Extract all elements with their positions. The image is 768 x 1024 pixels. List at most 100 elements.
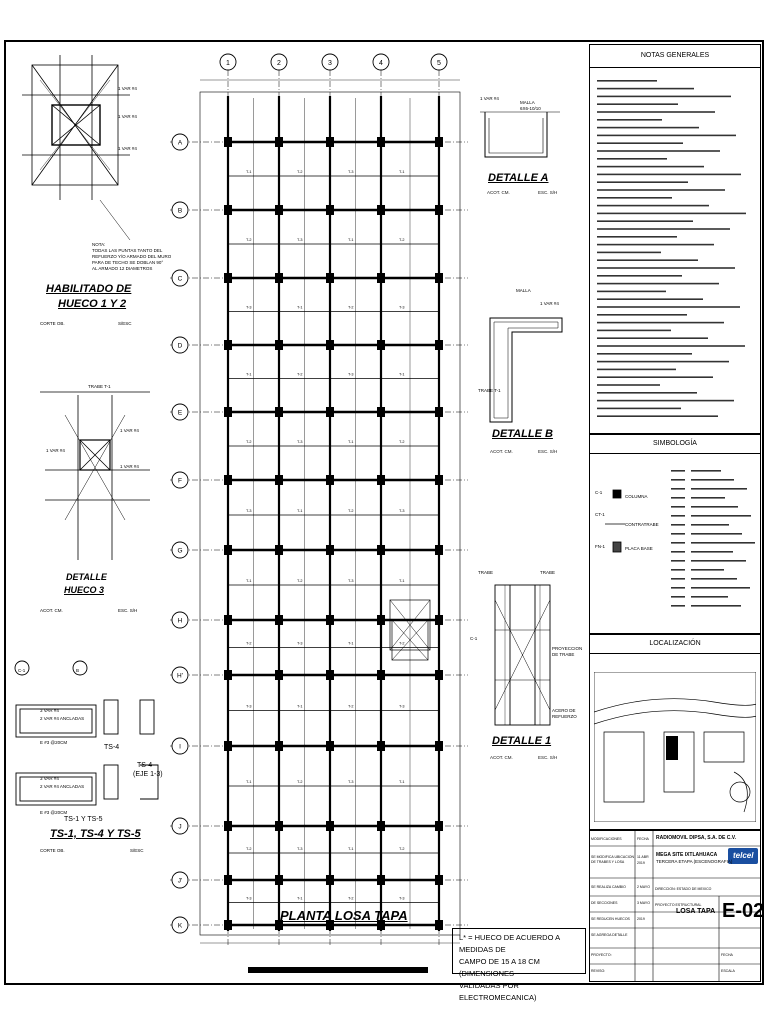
grid-label-row: B <box>178 208 182 215</box>
symbol-code <box>671 587 685 589</box>
column-c1 <box>224 137 232 147</box>
grid-bubble-row <box>171 201 189 219</box>
drawing-sheet <box>4 40 764 985</box>
column-c1 <box>275 475 283 485</box>
column-c1 <box>326 920 334 930</box>
column-c1 <box>435 407 443 417</box>
svg-text:TRABE: TRABE <box>540 570 555 575</box>
svg-text:S/ESC: S/ESC <box>130 848 144 853</box>
column-c1 <box>224 670 232 680</box>
column-c1 <box>377 615 385 625</box>
beam-tag: T-3 <box>348 579 354 583</box>
column-c1 <box>275 340 283 350</box>
grid-label-row: J <box>178 824 181 831</box>
grid-label-row: A <box>178 140 183 147</box>
symbol-description <box>691 605 741 607</box>
note-text-line <box>597 103 678 105</box>
svg-text:PROYECTO:: PROYECTO: <box>591 953 612 957</box>
svg-text:C-1: C-1 <box>595 490 603 495</box>
column-c1 <box>275 273 283 283</box>
svg-text:6X6-10/10: 6X6-10/10 <box>520 106 541 111</box>
note-text-line <box>597 158 667 160</box>
column-c1 <box>377 920 385 930</box>
note-text-line <box>597 251 661 254</box>
opening-cross <box>389 599 431 651</box>
symbol-code <box>671 605 685 607</box>
note-text-line <box>597 282 719 285</box>
column-c1 <box>224 273 232 283</box>
symbol-description <box>691 488 747 490</box>
svg-text:ACERO DE: ACERO DE <box>552 708 576 713</box>
beam-tag: T-3 <box>399 306 405 310</box>
beam-tag: T-1 <box>297 897 303 901</box>
grid-bubble-row <box>171 666 189 684</box>
note-text-line <box>597 111 715 113</box>
beam-tag: T-1 <box>297 705 303 709</box>
note-text-line <box>597 321 724 324</box>
beam-tag: T-1 <box>246 579 252 583</box>
grid-bubble-row <box>171 871 189 889</box>
column-c1 <box>377 545 385 555</box>
beam-tag: T-3 <box>246 509 252 513</box>
symbol-code <box>671 596 685 598</box>
svg-text:SE MODIFICA UBICACION: SE MODIFICA UBICACION <box>591 855 634 859</box>
beam-tag: T-1 <box>246 373 252 377</box>
detail-b-title: DETALLE B <box>492 428 553 440</box>
column-c1 <box>435 821 443 831</box>
svg-text:SE REALIZA CAMBIO: SE REALIZA CAMBIO <box>591 885 626 889</box>
svg-text:SE AGREGA DETALLE: SE AGREGA DETALLE <box>591 933 628 937</box>
svg-text:2 VAR #4 ANCLADAS: 2 VAR #4 ANCLADAS <box>40 784 84 789</box>
svg-text:DIRECCION: ESTADO DE MEXICO: DIRECCION: ESTADO DE MEXICO <box>655 887 712 891</box>
column-c1 <box>224 821 232 831</box>
symbol-code <box>671 524 685 526</box>
symbol-description <box>691 515 751 517</box>
beam-tag: T-3 <box>348 373 354 377</box>
note-text-line <box>597 87 694 90</box>
svg-text:FECHA: FECHA <box>637 837 650 841</box>
grid-label-row: H' <box>177 673 183 680</box>
note-text-line <box>597 173 741 176</box>
beam-tag: T-3 <box>246 306 252 310</box>
column-c1 <box>435 273 443 283</box>
symbol-code <box>671 479 685 481</box>
note-text-line <box>597 298 703 300</box>
beam-tag: T-2 <box>246 642 252 646</box>
note-text-line <box>597 142 683 144</box>
symbol-description <box>691 578 737 580</box>
location-map <box>594 672 756 822</box>
note-text-line <box>597 119 662 121</box>
column-c1 <box>224 340 232 350</box>
svg-text:2 MAYO: 2 MAYO <box>637 885 650 889</box>
beam-tag: T-2 <box>297 780 303 784</box>
note-text-line <box>597 376 713 378</box>
beam-tag: T-1 <box>348 238 354 242</box>
beam-tag: T-2 <box>399 847 405 851</box>
symbol-code <box>671 560 685 562</box>
note-text-line <box>597 345 745 347</box>
grid-bubble-col <box>430 53 448 71</box>
beam-tag: T-2 <box>348 306 354 310</box>
column-c1 <box>435 741 443 751</box>
beam-tag: T-3 <box>348 170 354 174</box>
svg-text:CORTE OB.: CORTE OB. <box>40 848 65 853</box>
note-text-line <box>597 212 746 215</box>
svg-text:S/ESC: S/ESC <box>118 321 132 326</box>
svg-text:1 VAR #4: 1 VAR #4 <box>118 146 137 151</box>
svg-text:1 VAR #4: 1 VAR #4 <box>540 301 559 306</box>
note-text-line <box>597 197 672 199</box>
symbol-code <box>671 542 685 544</box>
grid-bubble-col <box>372 53 390 71</box>
column-c1 <box>377 741 385 751</box>
grid-bubble-col <box>321 53 339 71</box>
svg-text:DE TRABES Y LOSA: DE TRABES Y LOSA <box>591 860 625 864</box>
svg-text:AL ARMADO 12 DIAMETROS: AL ARMADO 12 DIAMETROS <box>92 266 152 271</box>
hueco3-title-2: HUECO 3 <box>64 585 105 595</box>
symbol-description <box>691 569 724 571</box>
note-text-line <box>597 189 725 191</box>
svg-text:COLUMNA: COLUMNA <box>625 494 648 499</box>
sheet-number: E-02 <box>722 900 765 922</box>
